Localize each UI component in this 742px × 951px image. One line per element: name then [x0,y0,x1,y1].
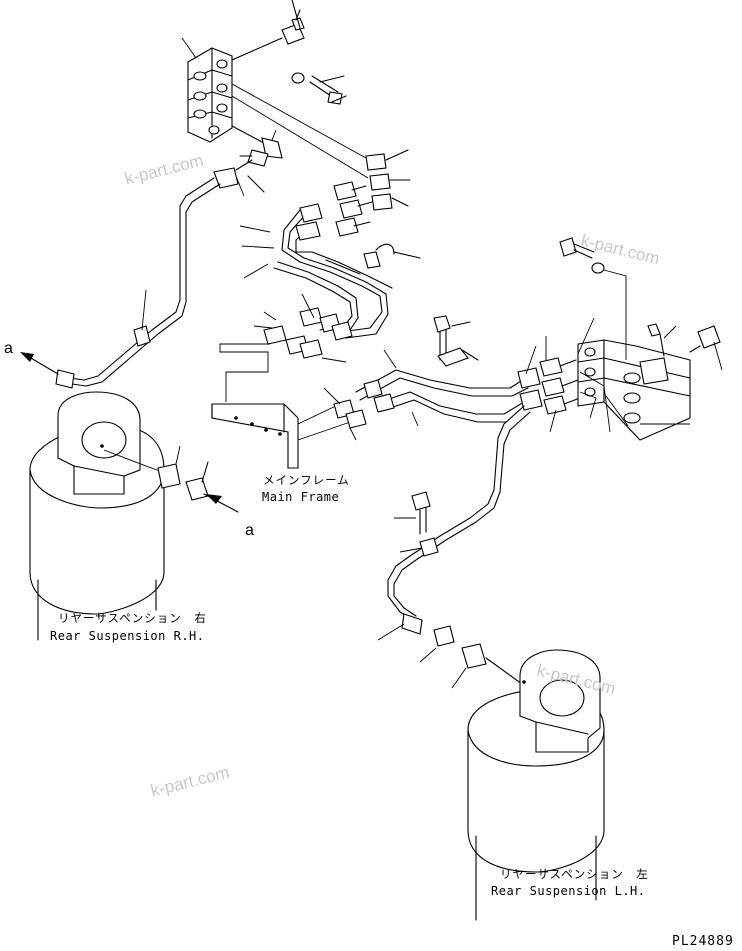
bundle-clamp [363,243,421,269]
leader-upper-right-2 [231,95,369,179]
rh-tube-end-fitting [55,369,75,389]
middle-bolt [433,315,479,367]
middle-tubes [333,369,529,429]
rear-rh-label-en: Rear Suspension R.H. [50,629,205,643]
rear-rh-label-jp: リヤーサスペンション 右 [58,611,207,625]
rear-lh-label-jp: リヤーサスペンション 左 [500,867,649,881]
lower-bundle-fittings [263,307,353,359]
rh-ref-arrow [20,352,59,375]
drawing-number: PL24889 [672,934,734,949]
main-frame-label-en: Main Frame [262,490,340,504]
rh-rear-suspension [29,391,165,641]
rh-tube [69,177,215,381]
lh-lower-fittings [377,623,523,689]
reference-a-upper: a [4,340,13,357]
lh-tube [387,405,531,635]
lh-clip-bolt [394,491,431,553]
upper-block-fittings [213,125,283,193]
leader-clip [141,289,147,331]
upper-valve-block [187,47,233,143]
bundle-fittings [295,181,373,241]
lh-fittings [517,357,581,415]
bolt-with-washer [291,72,347,105]
main-frame-member [211,343,357,469]
lh-rear-suspension [467,649,605,921]
rear-lh-label-en: Rear Suspension L.H. [491,884,646,898]
main-tube-bundle [273,209,393,339]
lh-valve-block [577,339,691,441]
top-elbow-fitting [231,0,305,61]
upper-right-fittings [365,149,411,211]
rh-suspension-fittings [157,445,239,513]
callout-leaders [181,37,557,441]
lh-leaders [577,317,723,433]
rh-tube-inner [71,183,221,387]
main-frame-label-jp: メインフレーム [263,473,350,487]
leader-upper-right [231,83,367,159]
reference-a-lower: a [245,522,254,539]
